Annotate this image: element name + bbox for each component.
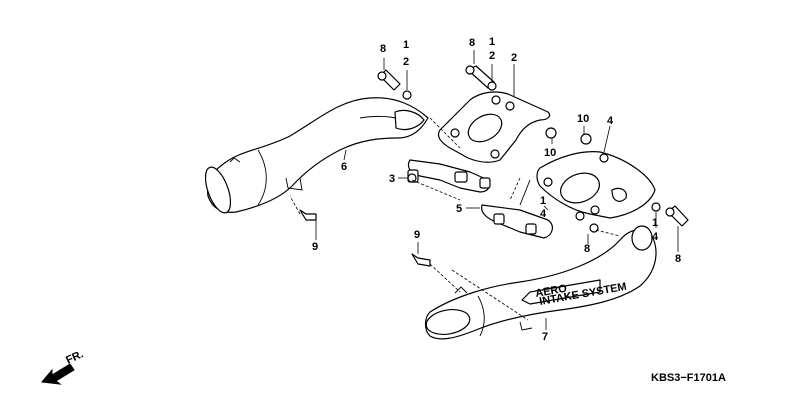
callout-1: 1 [540, 195, 546, 207]
callout-10: 10 [577, 113, 589, 125]
callout-7: 7 [542, 331, 548, 343]
front-direction-label: FR. [64, 348, 85, 366]
callout-2: 2 [489, 50, 495, 62]
bracket-5 [481, 179, 553, 239]
callout-1: 1 [403, 39, 409, 51]
callout-10: 10 [544, 147, 556, 159]
flange-plate-right [536, 151, 656, 219]
callout-4: 4 [540, 208, 547, 220]
front-direction-arrow: FR. [41, 348, 85, 385]
bracket-3 [407, 159, 491, 193]
callout-6: 6 [341, 161, 347, 173]
intake-duct-left [204, 97, 429, 214]
callout-4: 4 [652, 231, 659, 243]
callout-8: 8 [584, 243, 590, 255]
callout-2: 2 [403, 56, 409, 68]
fasteners [299, 65, 689, 267]
callout-3: 3 [389, 173, 395, 185]
callout-1: 1 [652, 217, 658, 229]
callout-8: 8 [469, 37, 475, 49]
callout-4: 4 [607, 115, 614, 127]
diagram-code: KBS3−F1701A [651, 372, 726, 384]
callout-2: 2 [511, 52, 517, 64]
callout-labels: 8 1 2 8 1 2 2 10 10 4 6 3 5 1 4 8 1 4 8 … [312, 36, 681, 343]
callout-8: 8 [675, 253, 681, 265]
callout-1: 1 [489, 36, 495, 48]
leader-lines [289, 50, 679, 330]
intake-duct-right: AERO INTAKE SYSTEM [424, 225, 657, 340]
callout-9: 9 [312, 241, 318, 253]
stamp-text-aero: AERO [534, 283, 568, 300]
flange-plate-upper [437, 91, 551, 163]
callout-8: 8 [380, 43, 386, 55]
callout-5: 5 [456, 203, 462, 215]
callout-9: 9 [414, 229, 420, 241]
